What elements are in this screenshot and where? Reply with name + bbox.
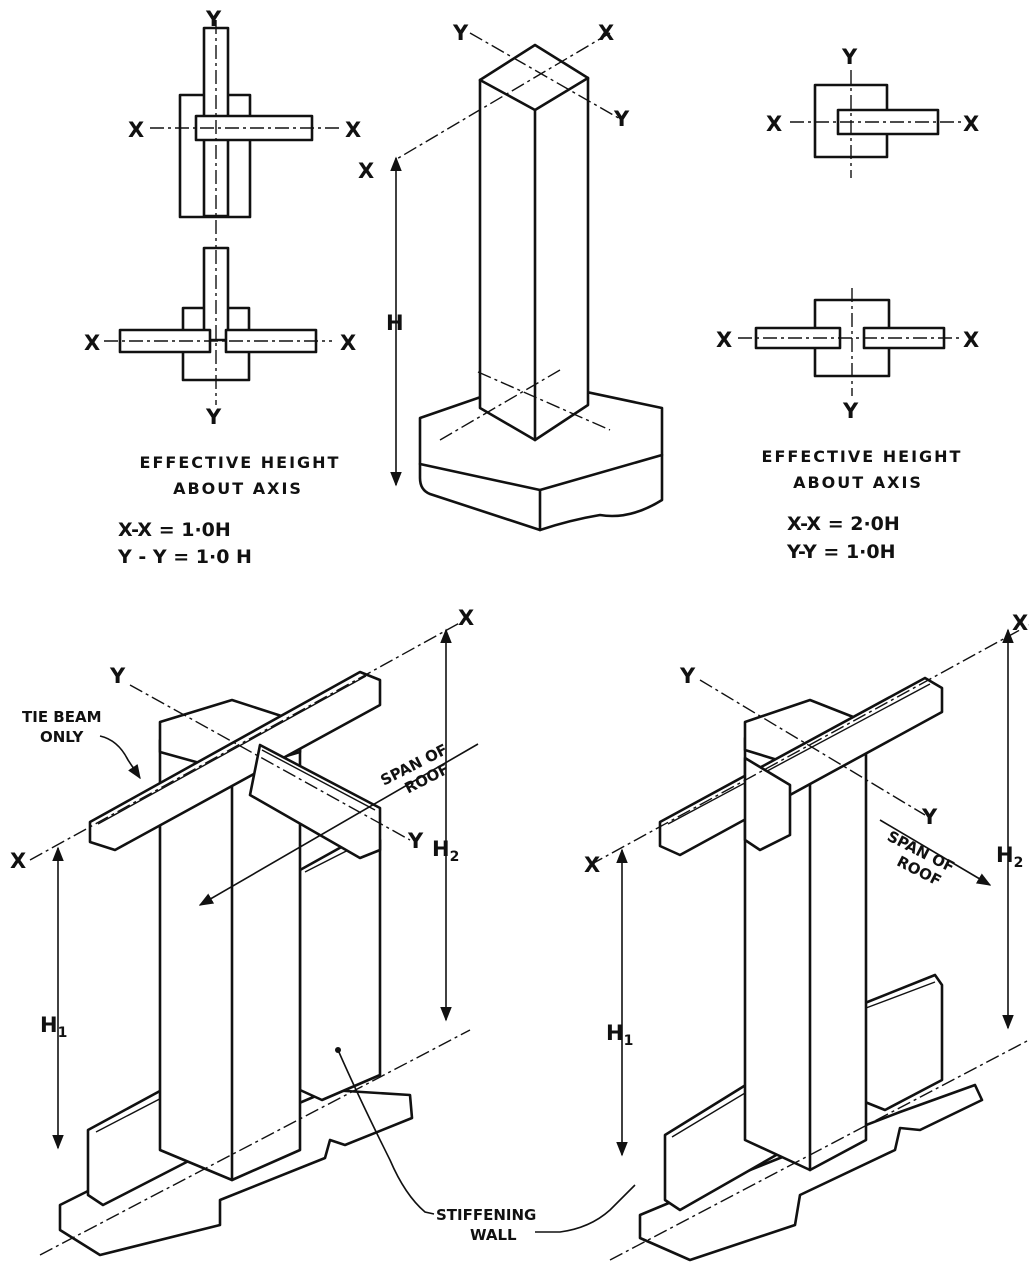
x-axis-label: X [716,328,732,352]
x-axis-label: X [963,328,979,352]
yy-effective-height: Y-Y = 1·0H [786,541,896,563]
h2-label: H2 [996,843,1023,871]
y-axis-label: Y [613,107,630,131]
h2-label: H2 [432,837,459,865]
effective-height-caption: ABOUT AXIS [793,473,923,492]
plan-pier-bottom: X X Y [716,288,979,423]
xx-effective-height: X-X = 2·0H [787,513,900,535]
x-axis-label: X [10,849,26,873]
x-axis-label: X [1012,611,1028,635]
y-axis-label: Y [679,664,696,688]
plan-pier-top: Y X X [766,45,979,178]
x-axis-label: X [345,118,361,142]
plan-cross-top: Y X X [128,7,361,250]
isolated-column: Y X Y X H [358,21,664,532]
column-with-tie-beam: X Y Y X TIE BEAM ONLY SPAN OF ROOF H1 H2 [10,606,479,1257]
x-axis-label: X [84,331,100,355]
h1-label: H1 [40,1013,67,1041]
column-height-label: H [386,311,404,335]
x-axis-label: X [598,21,614,45]
y-axis-label: Y [407,829,424,853]
stiffening-wall-label: STIFFENING [436,1206,536,1224]
y-axis-label: Y [841,45,858,69]
y-axis-label: Y [205,405,222,429]
column-with-beam: X Y Y X SPAN OF ROOF H1 H2 [584,611,1029,1262]
x-axis-label: X [766,112,782,136]
stiffening-wall-label: WALL [470,1226,517,1244]
y-axis-label: Y [109,664,126,688]
effective-height-caption: EFFECTIVE HEIGHT [140,453,341,472]
y-axis-label: Y [842,399,859,423]
y-axis-label: Y [452,21,469,45]
y-axis-label: Y [921,805,938,829]
h1-label: H1 [606,1021,633,1049]
x-axis-label: X [458,606,474,630]
plan-tee-bottom: X X Y [84,246,356,429]
effective-height-caption: ABOUT AXIS [173,479,303,498]
effective-height-caption: EFFECTIVE HEIGHT [762,447,963,466]
x-axis-label: X [340,331,356,355]
x-axis-label: X [128,118,144,142]
stiffening-wall-callout: STIFFENING WALL [335,1047,636,1244]
tie-beam-label: ONLY [40,728,85,746]
x-axis-label: X [358,159,374,183]
yy-effective-height: Y - Y = 1·0 H [117,546,252,568]
y-axis-label: Y [205,7,222,31]
xx-effective-height: X-X = 1·0H [118,519,231,541]
x-axis-label: X [584,853,600,877]
x-axis-label: X [963,112,979,136]
tie-beam-label: TIE BEAM [22,708,102,726]
